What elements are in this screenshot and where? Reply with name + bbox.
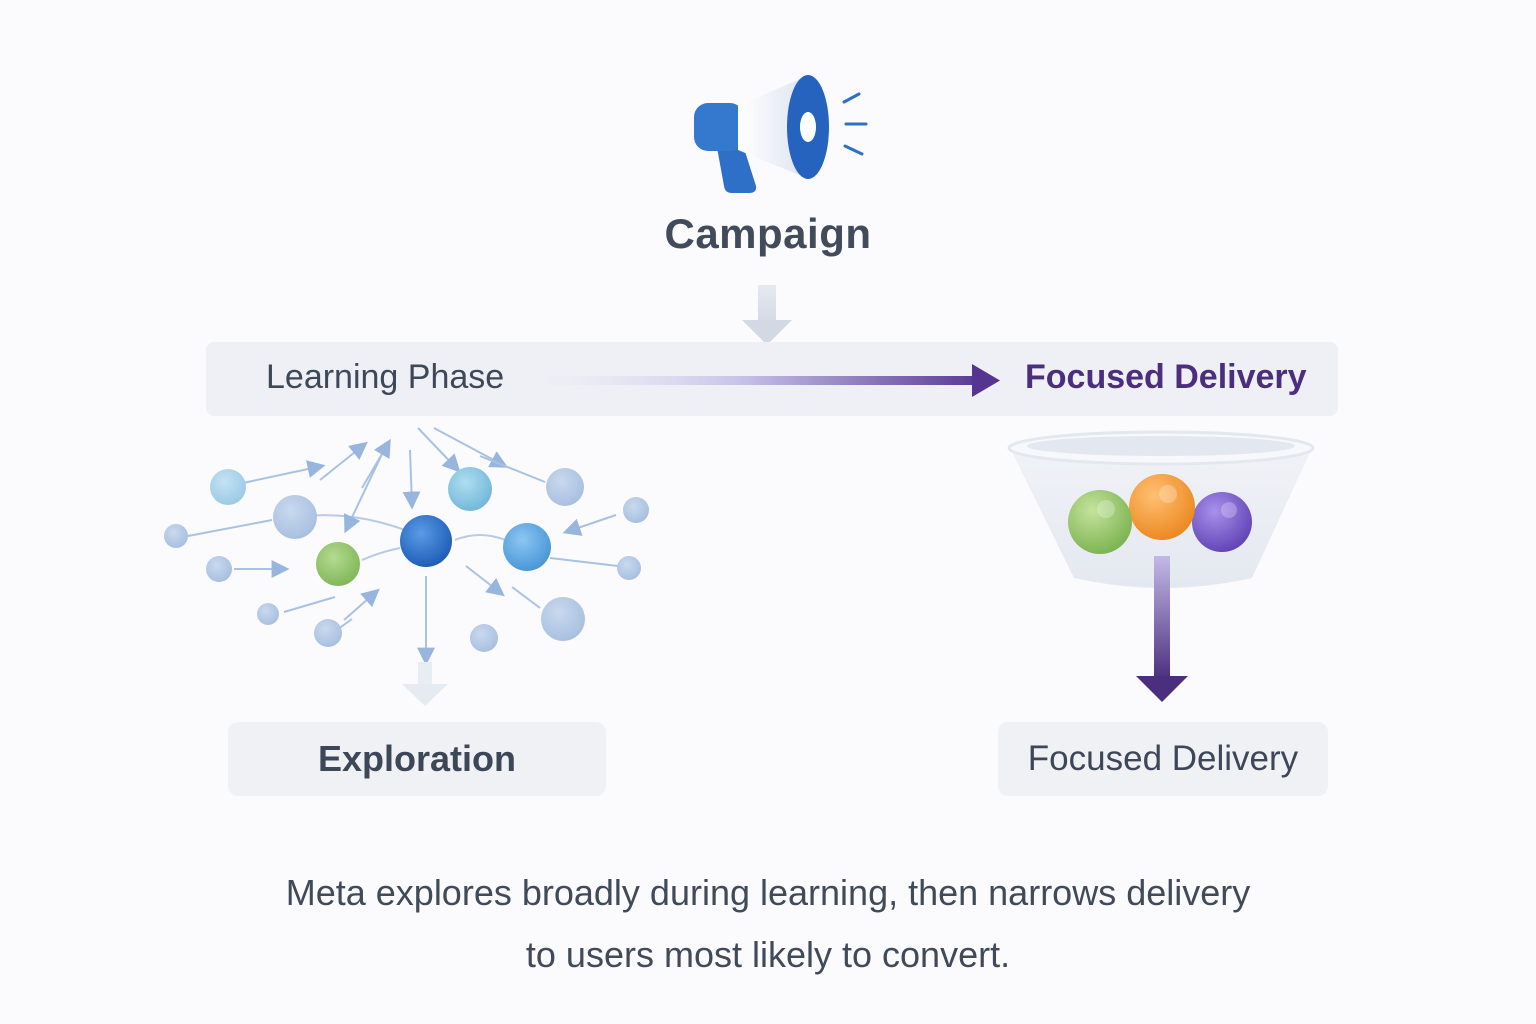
exploration-label: Exploration	[317, 738, 517, 779]
funnel-down-arrow	[1136, 556, 1188, 702]
focused-delivery-box-label: Focused Delivery	[1027, 739, 1299, 778]
caption: Meta explores broadly during learning, t…	[168, 862, 1368, 986]
caption-line-1: Meta explores broadly during learning, t…	[285, 872, 1251, 913]
caption-line-2: to users most likely to convert.	[525, 934, 1011, 975]
learning-phase-label: Learning Phase	[266, 358, 505, 396]
campaign-down-arrow	[742, 285, 792, 345]
megaphone-icon	[694, 75, 868, 193]
campaign-title: Campaign	[664, 210, 872, 257]
funnel-icon	[1007, 430, 1315, 588]
network-graph-icon	[164, 427, 649, 706]
phase-progress-arrow	[545, 364, 1000, 397]
focused-delivery-label: Focused Delivery	[1025, 358, 1307, 396]
focused-delivery-box: Focused Delivery	[998, 722, 1328, 796]
exploration-box: Exploration	[228, 722, 606, 796]
